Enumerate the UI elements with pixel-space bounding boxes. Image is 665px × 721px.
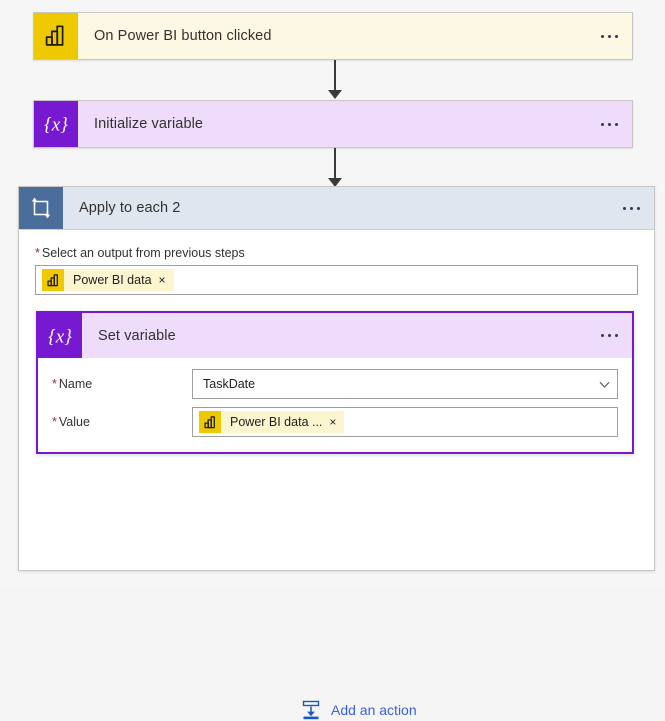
select-output-label: *Select an output from previous steps (35, 246, 638, 260)
form-row-name: *Name TaskDate (52, 368, 618, 400)
set-variable-header[interactable]: {x} Set variable (38, 313, 632, 358)
value-token-input[interactable]: Power BI data ... × (192, 407, 618, 437)
name-label-text: Name (58, 377, 93, 391)
trigger-card-on-power-bi-button-clicked[interactable]: On Power BI button clicked (33, 12, 633, 60)
set-variable-overflow-menu-button[interactable] (586, 313, 632, 358)
name-selected-value: TaskDate (203, 377, 256, 391)
variable-icon: {x} (34, 101, 78, 147)
initialize-variable-overflow-menu-button[interactable] (586, 101, 632, 147)
name-dropdown[interactable]: TaskDate (192, 369, 618, 399)
power-bi-icon (34, 13, 78, 59)
add-an-action-button[interactable]: Add an action (300, 699, 417, 721)
connector-arrow-initialize-to-apply-to-each (324, 148, 346, 188)
dot (600, 334, 604, 337)
token-chip-power-bi-data[interactable]: Power BI data × (42, 269, 174, 291)
dot (622, 206, 626, 210)
chevron-down-icon[interactable] (599, 381, 610, 390)
dot (629, 206, 633, 210)
action-card-set-variable[interactable]: {x} Set variable *Name TaskDate (36, 311, 634, 454)
value-label-text: Value (58, 415, 90, 429)
action-card-initialize-variable[interactable]: {x} Initialize variable (33, 100, 633, 148)
apply-to-each-header[interactable]: Apply to each 2 (19, 187, 654, 230)
select-output-label-text: Select an output from previous steps (41, 246, 245, 260)
power-bi-icon (199, 411, 221, 433)
set-variable-body: *Name TaskDate *Value (38, 358, 632, 452)
apply-to-each-overflow-menu-button[interactable] (608, 187, 654, 229)
initialize-variable-title: Initialize variable (94, 116, 204, 132)
required-asterisk: * (35, 246, 40, 260)
trigger-title: On Power BI button clicked (94, 28, 272, 44)
flow-designer-canvas: On Power BI button clicked {x} Initializ… (18, 12, 655, 720)
dot (607, 34, 611, 38)
variable-icon: {x} (38, 313, 82, 358)
select-output-input[interactable]: Power BI data × (35, 265, 638, 295)
insert-action-icon (300, 699, 322, 721)
dot (636, 206, 640, 210)
token-chip-label: Power BI data ... (230, 415, 323, 429)
dot (614, 34, 618, 38)
form-row-value: *Value Power (52, 406, 618, 438)
add-an-action-label: Add an action (331, 702, 417, 718)
token-remove-icon[interactable]: × (329, 415, 337, 429)
connector-arrow-trigger-to-initialize (324, 60, 346, 100)
value-field-label: *Value (52, 415, 192, 429)
dot (614, 122, 618, 126)
dot (607, 334, 611, 337)
required-asterisk: * (52, 377, 57, 391)
required-asterisk: * (52, 415, 57, 429)
dot (614, 334, 618, 337)
apply-to-each-title: Apply to each 2 (79, 200, 181, 216)
name-field-label: *Name (52, 377, 192, 391)
trigger-overflow-menu-button[interactable] (586, 13, 632, 59)
svg-text:{x}: {x} (48, 326, 72, 347)
set-variable-title: Set variable (98, 327, 176, 344)
token-chip-label: Power BI data (73, 273, 152, 287)
power-bi-icon (42, 269, 64, 291)
dot (600, 122, 604, 126)
loop-icon (19, 187, 63, 229)
svg-text:{x}: {x} (44, 115, 68, 136)
dot (607, 122, 611, 126)
dot (600, 34, 604, 38)
token-remove-icon[interactable]: × (158, 273, 166, 287)
apply-to-each-body: *Select an output from previous steps (19, 230, 654, 295)
token-chip-power-bi-data-value[interactable]: Power BI data ... × (199, 411, 345, 433)
